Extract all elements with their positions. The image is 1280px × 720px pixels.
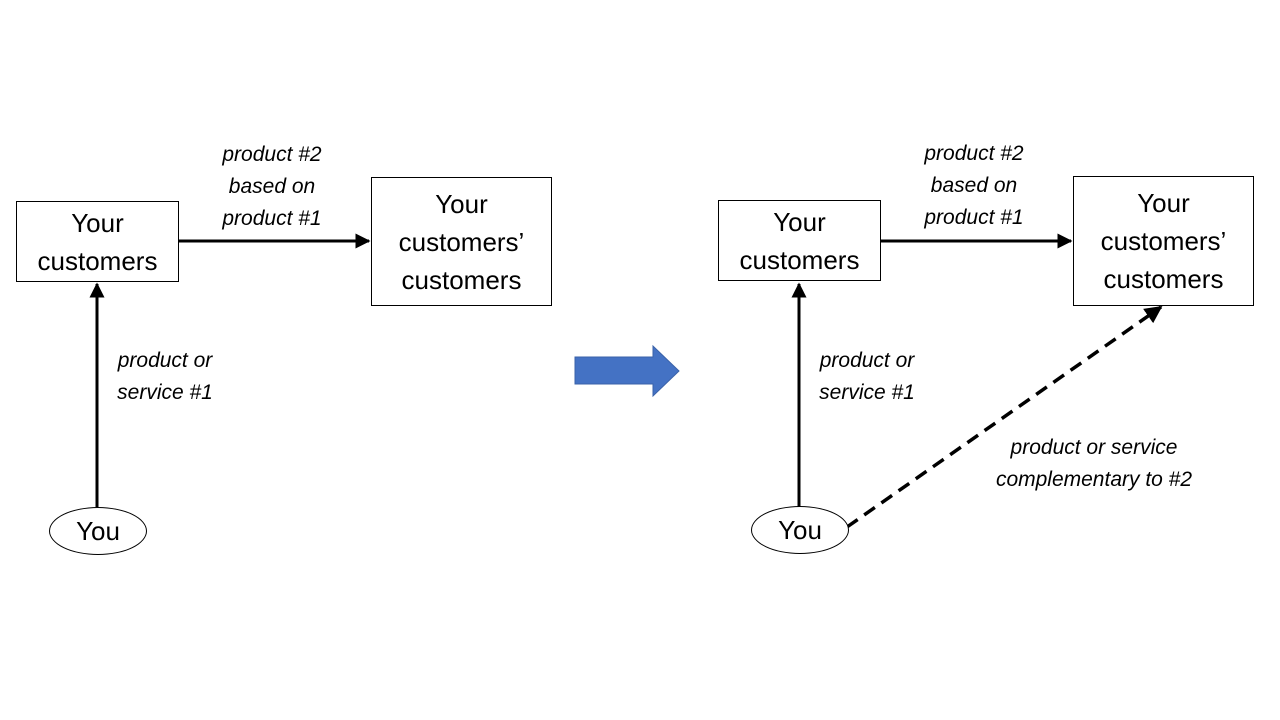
after-you-node: You — [751, 506, 849, 554]
after-edge-label-you-to-customers-customers: product or service complementary to #2 — [995, 436, 1193, 491]
after-edge-label-you-to-customers: product or service #1 — [819, 349, 915, 404]
before-edge-label-you-to-customers: product or service #1 — [117, 349, 213, 404]
after-customers-box: Your customers — [718, 200, 881, 281]
before-you-node: You — [49, 507, 147, 555]
before-customers-customers-box: Your customers’ customers — [371, 177, 552, 306]
before-customers-box: Your customers — [16, 201, 179, 282]
right-block-arrow-icon — [574, 344, 680, 398]
after-dashed-arrow-you-to-customers-customers — [845, 305, 1163, 529]
after-customers-customers-box: Your customers’ customers — [1073, 176, 1254, 306]
before-edge-label-customers-to-customers-customers: product #2 based on product #1 — [222, 143, 322, 230]
after-edge-label-customers-to-customers-customers: product #2 based on product #1 — [924, 142, 1024, 229]
